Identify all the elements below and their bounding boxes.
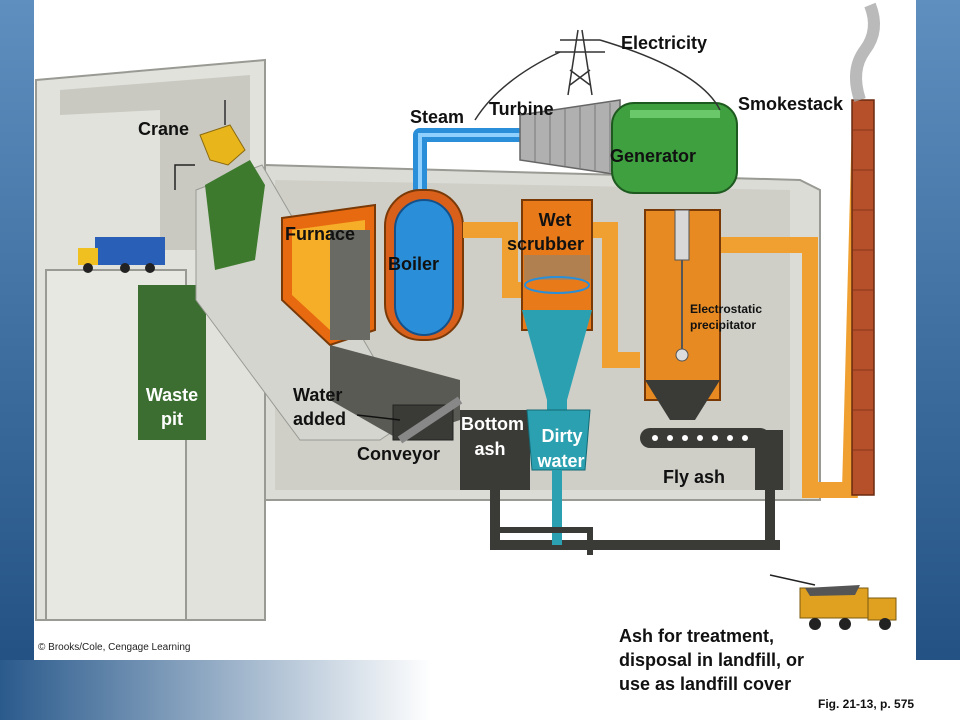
label-wet-scrubber-line1: Wet <box>538 210 572 230</box>
label-dirty-water-line1: Dirty <box>541 426 583 446</box>
label-fly-ash: Fly ash <box>663 467 726 487</box>
label-furnace: Furnace <box>285 224 356 244</box>
generator <box>611 102 738 194</box>
label-crane: Crane <box>138 119 190 139</box>
label-steam: Steam <box>410 107 465 127</box>
label-waste-pit-line1: Waste <box>145 385 199 405</box>
waste-pile <box>205 160 265 270</box>
label-bottom-ash-line2: ash <box>474 439 506 459</box>
label-electrostatic-line2: precipitator <box>690 318 757 332</box>
garbage-truck-cab <box>78 248 98 265</box>
smokestack <box>851 99 875 496</box>
conveyor-belt <box>397 396 463 444</box>
boiler <box>394 199 454 336</box>
garbage-truck-body <box>95 237 165 265</box>
ash-destination-caption: Ash for treatment, disposal in landfill,… <box>619 626 805 694</box>
label-boiler: Boiler <box>388 254 440 274</box>
bottom-decor-band <box>0 660 960 720</box>
label-water-added-line1: Water <box>293 385 343 405</box>
dump-truck-cab <box>867 597 897 621</box>
flow-arrow <box>769 574 816 586</box>
left-decor-strip <box>0 0 34 720</box>
copyright-notice: © Brooks/Cole, Cengage Learning <box>38 642 191 653</box>
fly-ash-conveyor <box>640 428 770 448</box>
label-waste-pit-line2: pit <box>161 409 183 429</box>
furnace-grate <box>330 230 370 340</box>
right-decor-strip <box>916 0 960 720</box>
turbine-ribs <box>534 103 611 172</box>
waste-pit-fill <box>138 285 206 440</box>
crane-arrow <box>174 164 195 190</box>
label-water-added-line2: added <box>293 409 347 429</box>
label-turbine: Turbine <box>489 99 554 119</box>
flue-pipe-2 <box>590 222 640 368</box>
fly-ash-conveyor-rollers <box>652 435 763 441</box>
label-wet-scrubber-line2: scrubber <box>507 234 585 254</box>
dirty-water-bin <box>526 409 591 471</box>
label-generator: Generator <box>610 146 697 166</box>
label-smokestack: Smokestack <box>738 94 844 114</box>
power-pylon <box>474 29 721 121</box>
figure-reference: Fig. 21-13, p. 575 <box>818 697 915 711</box>
label-electricity: Electricity <box>621 33 708 53</box>
ash-pipe-1 <box>490 460 780 550</box>
label-dirty-water-line2: water <box>537 451 585 471</box>
label-electrostatic-line1: Electrostatic <box>690 302 763 316</box>
label-conveyor: Conveyor <box>357 444 441 464</box>
smoke-plume <box>850 2 880 102</box>
smokestack-bricks <box>852 129 874 451</box>
flue-pipe-1 <box>463 222 525 298</box>
scrubber-water <box>522 310 592 400</box>
label-bottom-ash-line1: Bottom <box>461 414 524 434</box>
crane-claw <box>199 124 246 166</box>
